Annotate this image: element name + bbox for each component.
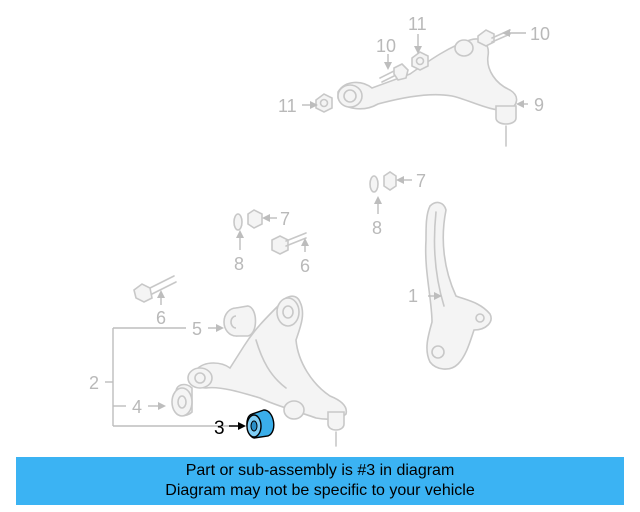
callout-10: 10 <box>376 36 396 56</box>
callout-11: 11 <box>278 96 297 116</box>
knuckle-washer-nut <box>369 171 397 193</box>
upper-control-arm <box>337 38 518 147</box>
leader-lines <box>105 32 528 427</box>
arrowhead-3 <box>238 422 246 430</box>
bushing-part-3-highlighted[interactable] <box>246 409 275 439</box>
lower-arm-bolt-left <box>133 275 177 303</box>
callout-2: 2 <box>89 373 99 393</box>
upper-nut-top <box>411 51 429 71</box>
upper-bolt-right <box>477 29 511 47</box>
parts-diagram: 11 10 10 9 11 7 8 7 8 6 6 1 5 2 4 3 <box>89 14 550 447</box>
lower-arm-bolt-center <box>271 232 307 255</box>
callout-8: 8 <box>372 218 382 238</box>
callouts: 11 10 10 9 11 7 8 7 8 6 6 1 5 2 4 3 <box>89 14 550 439</box>
callout-11: 11 <box>408 14 427 34</box>
callout-5: 5 <box>192 319 202 339</box>
callout-9: 9 <box>534 95 544 115</box>
callout-6: 6 <box>156 308 166 328</box>
lower-arm-washer-nut <box>233 209 263 231</box>
callout-1: 1 <box>408 286 418 306</box>
upper-bolt-center <box>379 63 409 83</box>
lower-control-arm <box>187 295 348 447</box>
info-bar: Part or sub-assembly is #3 in diagram Di… <box>16 457 624 505</box>
steering-knuckle <box>424 201 492 370</box>
info-line-part-number: Part or sub-assembly is #3 in diagram <box>185 462 455 479</box>
bushing-part-5 <box>223 305 257 337</box>
bushing-part-4 <box>171 383 193 417</box>
upper-nut-left <box>315 93 333 113</box>
info-line-disclaimer: Diagram may not be specific to your vehi… <box>165 482 475 499</box>
callout-7: 7 <box>416 171 426 191</box>
callout-10: 10 <box>530 24 550 44</box>
callout-4: 4 <box>132 397 142 417</box>
arrowheads <box>157 29 524 410</box>
callout-6: 6 <box>300 256 310 276</box>
callout-7: 7 <box>280 209 290 229</box>
callout-3: 3 <box>214 418 225 439</box>
callout-8: 8 <box>234 254 244 274</box>
